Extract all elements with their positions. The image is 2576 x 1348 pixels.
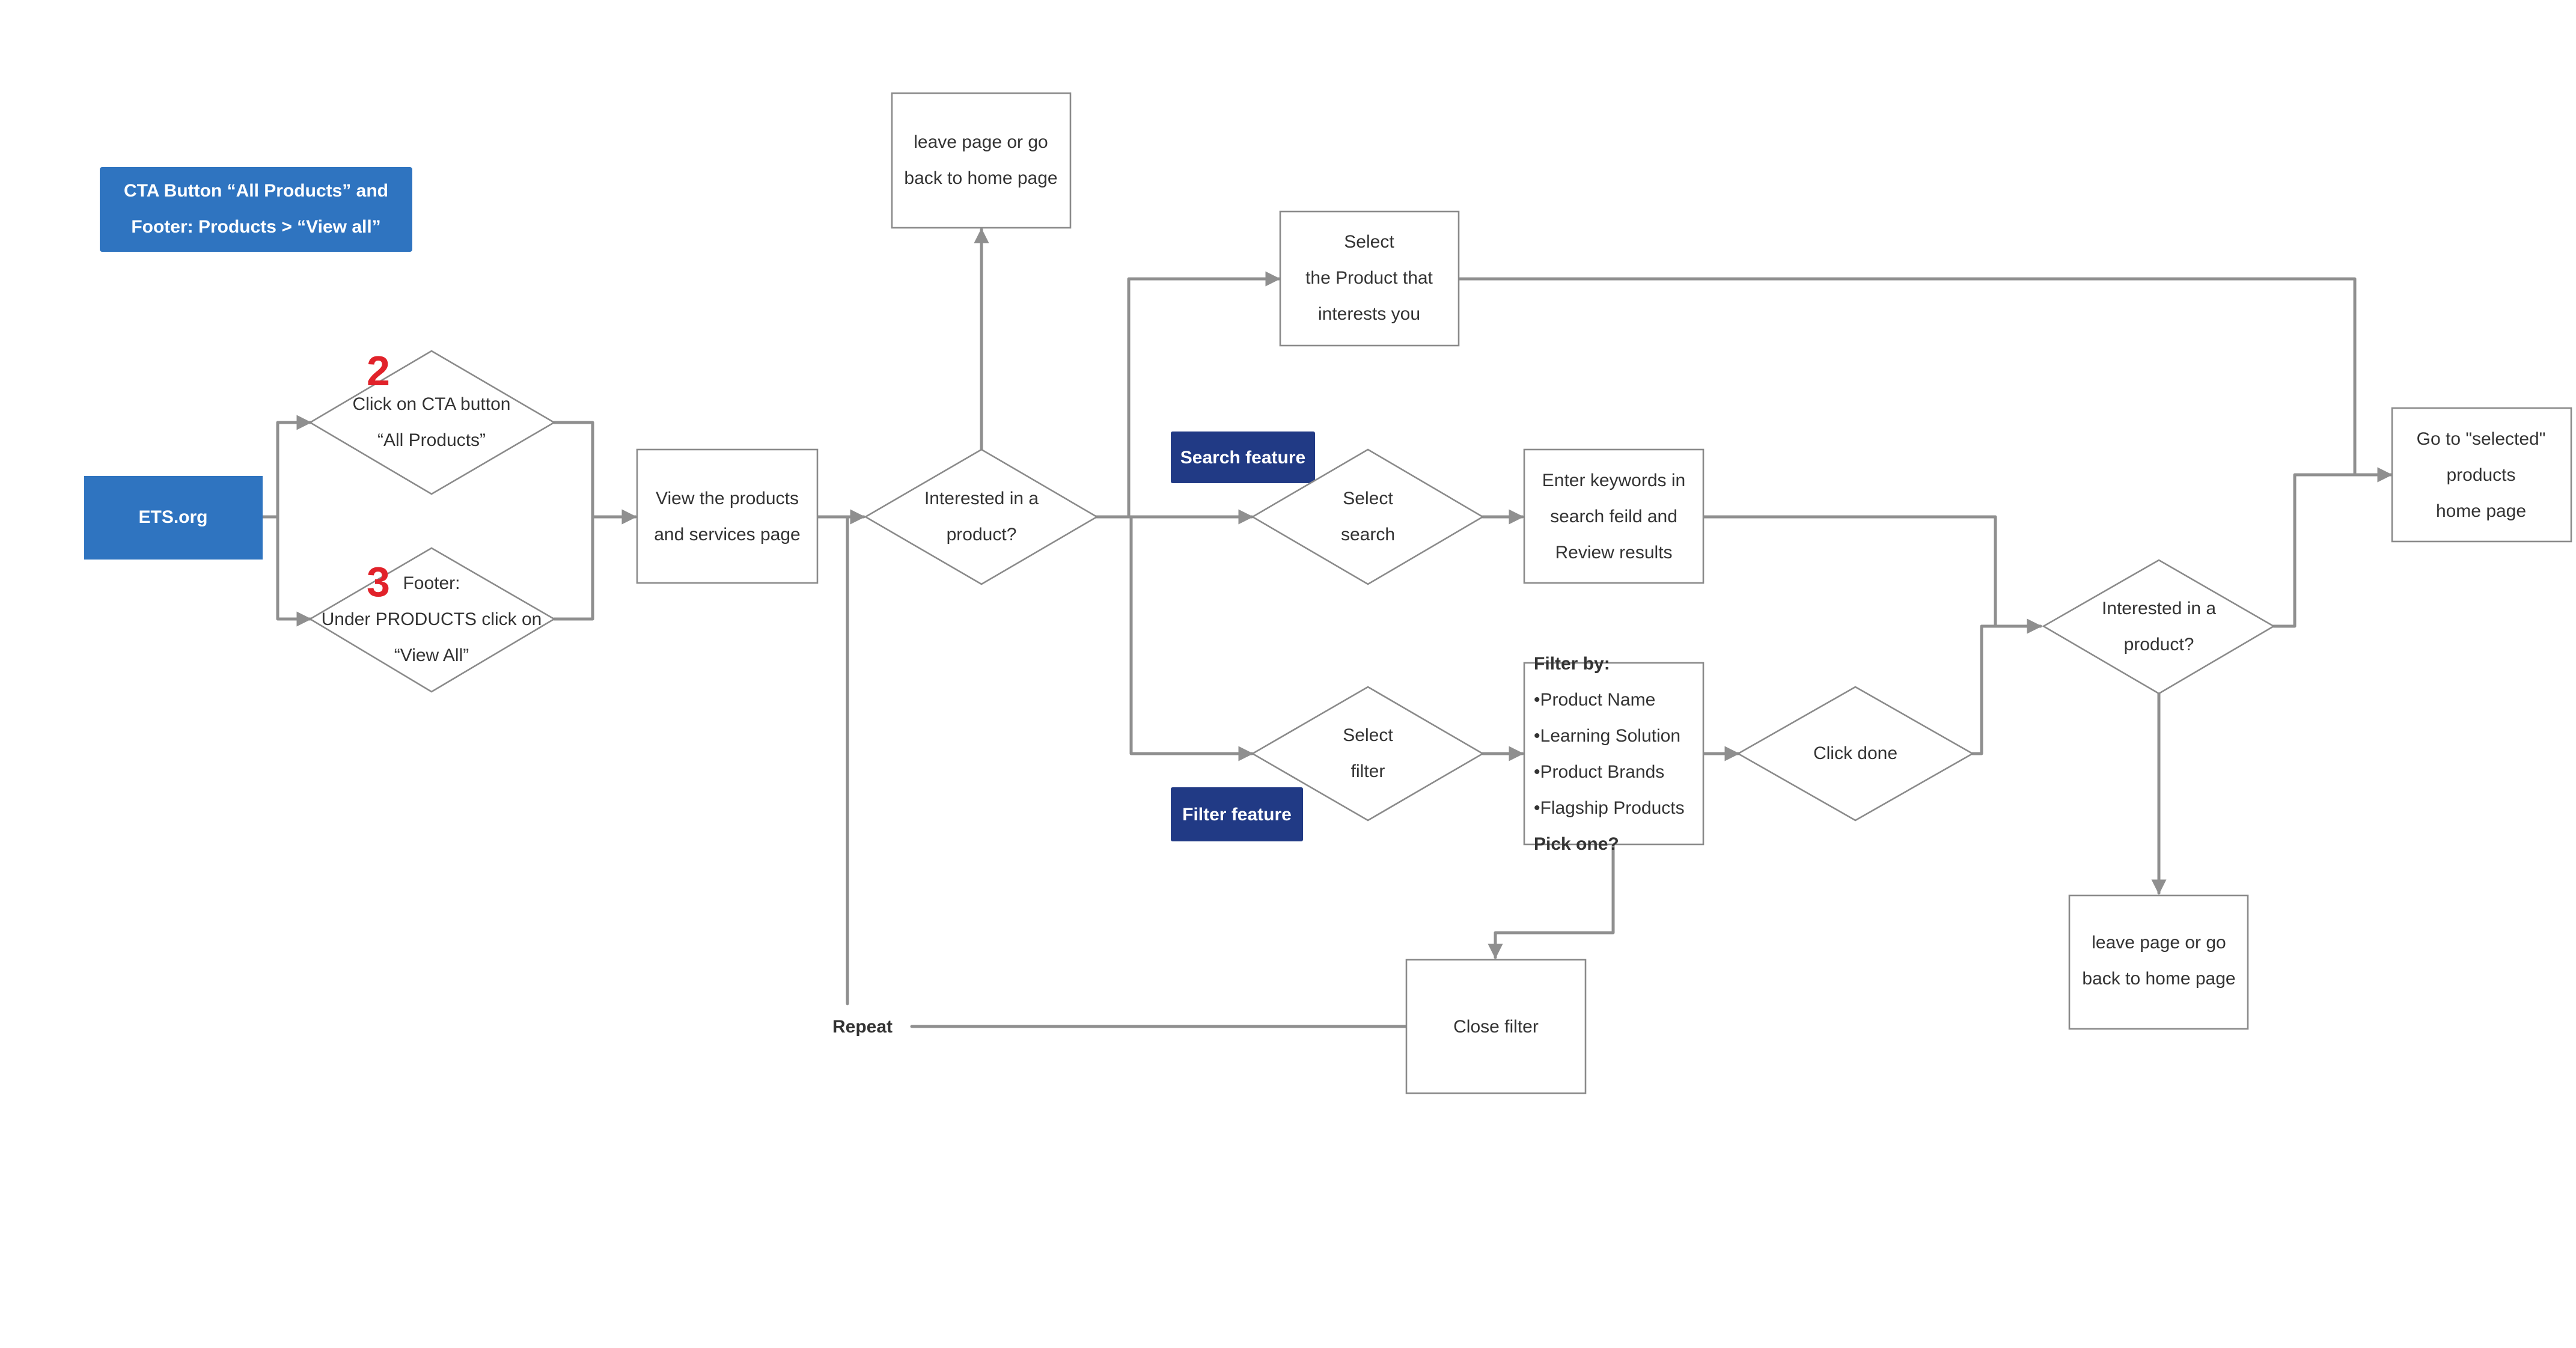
ets-label: ETS.org xyxy=(138,507,207,527)
filter-feature-label: Filter feature xyxy=(1171,787,1303,841)
click-done-label: Click done xyxy=(1813,743,1897,763)
footer-click-line-2: Under PRODUCTS click on xyxy=(322,609,542,629)
ets-node: ETS.org xyxy=(84,476,263,560)
click-done-decision: Click done xyxy=(1736,686,1974,822)
interested-2-line-1: Interested in a xyxy=(2102,599,2216,618)
select-filter-line-1: Select xyxy=(1343,725,1393,745)
filter-by-footer: Pick one? xyxy=(1534,834,1619,854)
interested-decision-1: Interested in a product? xyxy=(864,448,1099,585)
select-search-line-1: Select xyxy=(1343,489,1393,508)
cta-note-line-1: CTA Button “All Products” and xyxy=(124,181,388,201)
interested-1-line-1: Interested in a xyxy=(924,489,1039,508)
select-filter-line-2: filter xyxy=(1351,761,1385,781)
interested-decision-2: Interested in a product? xyxy=(2042,559,2275,695)
cta-note-line-2: Footer: Products > “View all” xyxy=(131,217,380,237)
select-filter-decision: Select filter xyxy=(1251,686,1485,822)
marker-2: 2 xyxy=(367,347,390,394)
edge-filter-by-to-close-filter xyxy=(1488,843,1615,959)
go-selected-line-2: products xyxy=(2446,465,2515,485)
footer-click-line-1: Footer: xyxy=(403,573,460,593)
edge-enter-keywords-to-interested2 xyxy=(1702,515,2042,634)
edge-ets-to-cta xyxy=(261,415,312,519)
go-selected-step: Go to "selected" products home page xyxy=(2391,407,2572,543)
select-search-decision: Select search xyxy=(1251,448,1485,585)
edge-cta-to-view xyxy=(552,421,637,525)
select-search-line-2: search xyxy=(1341,525,1395,544)
leave-2-line-2: back to home page xyxy=(2082,969,2235,989)
select-product-line-1: Select xyxy=(1344,232,1394,252)
close-filter-step: Close filter xyxy=(1405,959,1587,1094)
close-filter-label: Close filter xyxy=(1453,1017,1539,1037)
filter-option-product-name: •Product Name xyxy=(1534,690,1655,710)
footer-click-decision: 3 Footer: Under PRODUCTS click on “View … xyxy=(308,547,556,693)
enter-keywords-line-3: Review results xyxy=(1555,543,1672,563)
select-product-line-3: interests you xyxy=(1318,304,1420,324)
cta-note: CTA Button “All Products” and Footer: Pr… xyxy=(100,167,412,252)
leave-2-line-1: leave page or go xyxy=(2092,933,2226,953)
cta-click-line-1: Click on CTA button xyxy=(353,394,511,414)
leave-page-step-1: leave page or go back to home page xyxy=(891,92,1072,229)
edge-footer-to-view xyxy=(552,509,637,621)
leave-page-step-2: leave page or go back to home page xyxy=(2068,894,2249,1030)
edge-ets-to-footer xyxy=(261,515,312,627)
filter-option-flagship-products: •Flagship Products xyxy=(1534,798,1685,818)
filter-option-learning-solution: •Learning Solution xyxy=(1534,726,1680,746)
go-selected-line-1: Go to "selected" xyxy=(2417,429,2546,449)
enter-keywords-line-1: Enter keywords in xyxy=(1542,471,1685,490)
footer-click-line-3: “View All” xyxy=(394,645,469,665)
leave-1-line-2: back to home page xyxy=(904,168,1057,188)
search-feature-label: Search feature xyxy=(1171,432,1315,483)
edge-click-done-to-interested2 xyxy=(1971,618,2042,755)
cta-click-line-2: “All Products” xyxy=(377,430,486,450)
view-products-step: View the products and services page xyxy=(636,448,819,584)
filter-feature-text: Filter feature xyxy=(1182,805,1292,825)
connectors xyxy=(261,228,2393,1028)
go-selected-line-3: home page xyxy=(2436,501,2526,521)
enter-keywords-step: Enter keywords in search feild and Revie… xyxy=(1523,448,1705,584)
leave-1-line-1: leave page or go xyxy=(914,132,1048,152)
interested-1-line-2: product? xyxy=(947,525,1017,544)
interested-2-line-2: product? xyxy=(2124,635,2194,654)
filter-by-heading: Filter by: xyxy=(1534,654,1610,674)
edge-interested-to-select-filter xyxy=(1095,515,1254,761)
cta-click-decision: 2 Click on CTA button “All Products” xyxy=(308,347,556,495)
edge-select-product-to-go-selected xyxy=(1457,277,2393,483)
search-feature-text: Search feature xyxy=(1180,448,1305,468)
select-product-step: Select the Product that interests you xyxy=(1279,210,1460,347)
enter-keywords-line-2: search feild and xyxy=(1550,507,1677,526)
marker-3: 3 xyxy=(367,558,390,605)
filter-option-product-brands: •Product Brands xyxy=(1534,762,1664,782)
filter-options-step: Filter by: •Product Name •Learning Solut… xyxy=(1523,654,1705,854)
view-products-line-1: View the products xyxy=(656,489,799,508)
view-products-line-2: and services page xyxy=(654,525,801,544)
repeat-label: Repeat xyxy=(832,1017,893,1037)
edge-interested2-to-go-selected xyxy=(2272,467,2393,628)
edge-repeat-to-interested xyxy=(846,509,865,1005)
select-product-line-2: the Product that xyxy=(1305,268,1433,288)
